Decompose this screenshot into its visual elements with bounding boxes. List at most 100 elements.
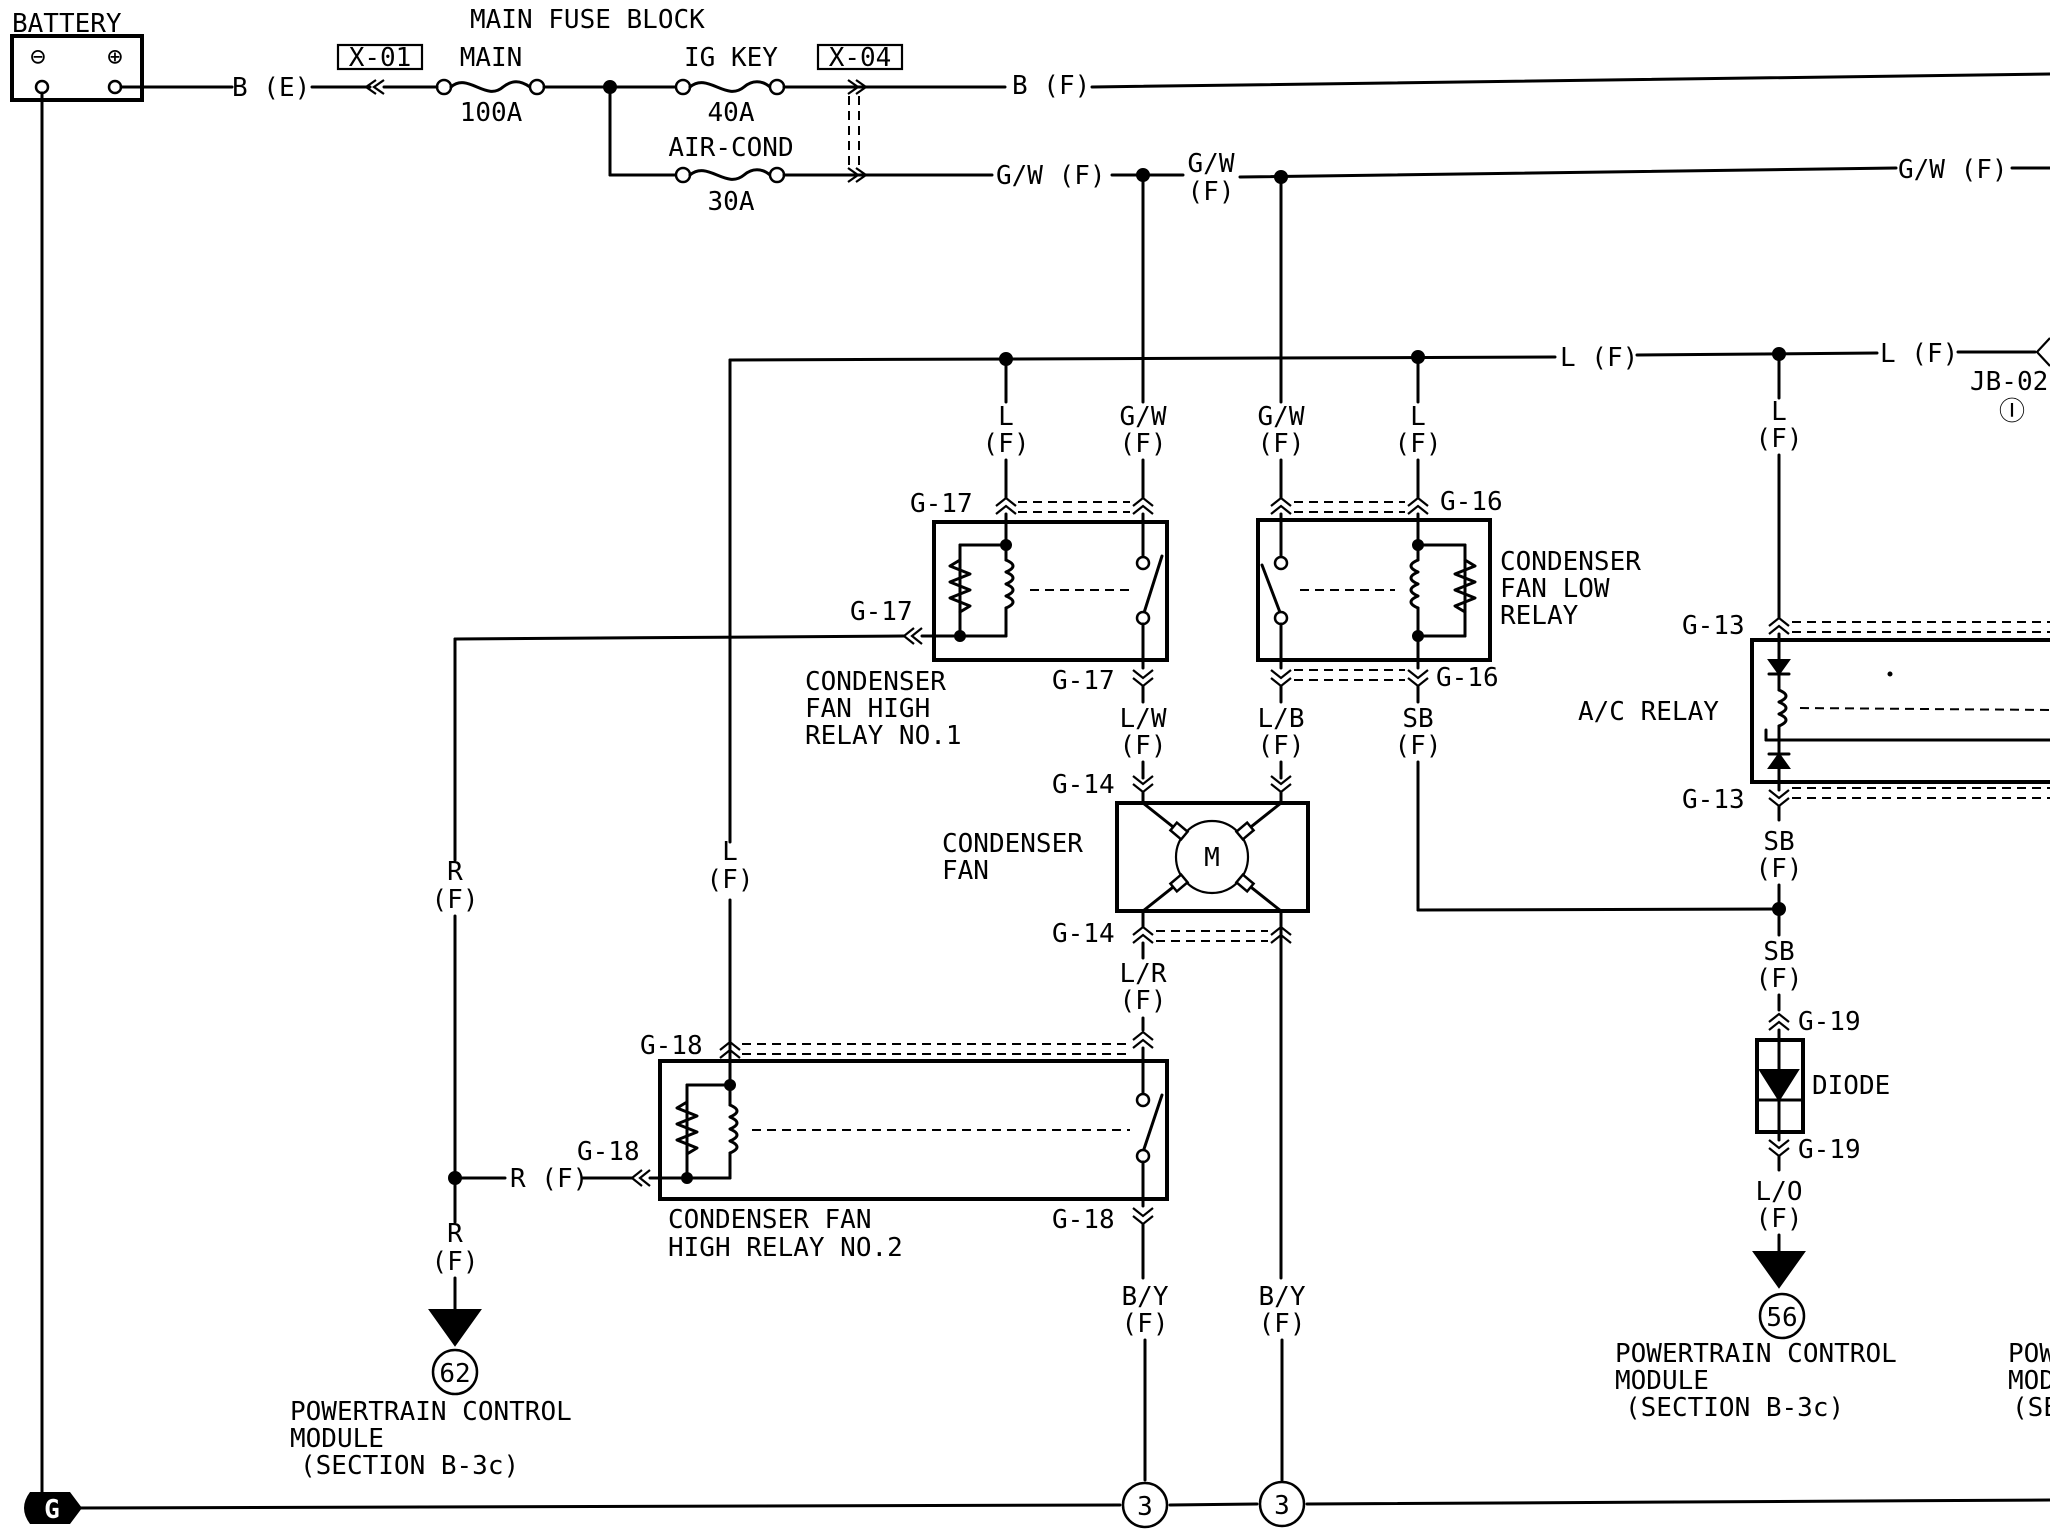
wire-label-bf: B (F) [1012,71,1090,101]
wire-lb: L/B [1258,704,1305,734]
g14-bottom: G-14 [1052,919,1115,949]
wire-by-1: B/Y [1122,1282,1169,1312]
connector-x01: X-01 [336,43,424,95]
wire-sb-1: SB [1402,704,1433,734]
svg-text:(F): (F) [1120,731,1167,761]
wire-gw-2: G/W [1258,402,1305,432]
ac-relay [1750,632,2050,792]
condenser-fan-high-relay-no2 [658,1046,1169,1208]
battery-plus: ⊕ [107,42,123,72]
pcm62-line3: (SECTION B-3c) [300,1451,519,1481]
svg-text:(F): (F) [1258,731,1305,761]
g18-bottom: G-18 [1052,1205,1115,1235]
wire-label-gw-f: G/W (F) [996,161,1106,191]
wire-l-3: L [1771,397,1787,427]
wire-lo: L/O [1756,1177,1803,1207]
pcm56-line3: (SECTION B-3c) [1625,1393,1844,1423]
cfh2-line2: HIGH RELAY NO.2 [668,1233,903,1263]
diode-label: DIODE [1812,1071,1890,1101]
g18-top: G-18 [640,1031,703,1061]
wire-label-gw-f-right: G/W (F) [1898,155,2008,185]
svg-text:(F): (F) [983,429,1030,459]
pcm62-ref: 62 [439,1359,470,1389]
svg-text:(F): (F) [432,1247,479,1277]
wire-label-gw-top-f: (F) [1188,177,1235,207]
pcm-partial-line3: (SE [2012,1393,2050,1423]
pcm62-line2: MODULE [290,1424,384,1454]
battery-minus: ⊖ [30,42,46,72]
ig-amp: 40A [708,98,755,128]
diode [1755,1028,1805,1142]
ground-label: G [44,1495,60,1525]
wire-sb-3: SB [1763,937,1794,967]
main-label: MAIN [460,43,523,73]
wire-label-l-f-right: L (F) [1880,339,1958,369]
g18-side: G-18 [577,1137,640,1167]
wire-label-gw-top: G/W [1188,149,1235,179]
svg-text:(F): (F) [1259,1309,1306,1339]
air-cond-label: AIR-COND [668,133,793,163]
svg-text:(F): (F) [1120,986,1167,1016]
wire-gw-1: G/W [1120,402,1167,432]
wire-l-1: L [998,402,1014,432]
svg-text:(F): (F) [1258,429,1305,459]
g13-bottom: G-13 [1682,785,1745,815]
motor-label: M [1204,843,1220,873]
wire-lw: L/W [1120,704,1167,734]
svg-text:(F): (F) [1120,429,1167,459]
cfh1-line2: FAN HIGH [805,694,930,724]
cfh1-line1: CONDENSER [805,667,946,697]
pcm-partial-line1: POW [2008,1339,2050,1369]
jb02-num: Ⓘ [1999,397,2025,427]
pcm56-line2: MODULE [1615,1366,1709,1396]
g17-side: G-17 [850,597,913,627]
cfl-line3: RELAY [1500,601,1579,631]
ground-symbol: G [24,1492,82,1525]
svg-text:(F): (F) [432,885,479,915]
svg-text:X-01: X-01 [349,43,412,73]
fan-line1: CONDENSER [942,829,1083,859]
cfh1-line3: RELAY NO.1 [805,721,962,751]
wire-r-2: R [447,1219,463,1249]
connector-x04: X-04 [816,43,904,183]
pcm62-line1: POWERTRAIN CONTROL [290,1397,572,1427]
main-amp: 100A [460,98,523,128]
g13-top: G-13 [1682,611,1745,641]
main-fuse-block-label: MAIN FUSE BLOCK [470,5,705,35]
wire-label-l-left-f: (F) [707,865,754,895]
condenser-fan: M [1115,790,1310,913]
wire-lr: L/R [1120,959,1167,989]
wire-label-be: B (E) [232,73,310,103]
wire-r-1: R [447,857,463,887]
cfh2-line1: CONDENSER FAN [668,1205,872,1235]
ac-relay-label: A/C RELAY [1578,697,1719,727]
svg-text:(F): (F) [1756,964,1803,994]
cfl-line1: CONDENSER [1500,547,1641,577]
svg-text:(F): (F) [1756,854,1803,884]
pcm56-ref: 56 [1766,1303,1797,1333]
battery: BATTERY ⊖ ⊕ [10,9,144,102]
ground-ref-1: 3 [1137,1492,1153,1522]
svg-text:X-04: X-04 [829,43,892,73]
svg-text:(F): (F) [1756,1204,1803,1234]
svg-text:(F): (F) [1756,424,1803,454]
ig-key-label: IG KEY [684,43,778,73]
g17-top: G-17 [910,489,973,519]
condenser-fan-low-relay [1256,512,1492,670]
cfl-line2: FAN LOW [1500,574,1610,604]
g19-top: G-19 [1798,1007,1861,1037]
condenser-fan-high-relay-no1 [932,512,1169,670]
wire-r-f: R (F) [510,1164,588,1194]
ground-ref-2: 3 [1274,1491,1290,1521]
svg-text:(F): (F) [1122,1309,1169,1339]
svg-text:(F): (F) [1395,731,1442,761]
svg-text:(F): (F) [1395,429,1442,459]
wire-label-l-left: L [722,837,738,867]
g16-top: G-16 [1440,487,1503,517]
g16-bottom: G-16 [1436,663,1499,693]
jb02-label: JB-02 [1970,367,2048,397]
air-amp: 30A [708,187,755,217]
pcm56-line1: POWERTRAIN CONTROL [1615,1339,1897,1369]
g17-bottom: G-17 [1052,666,1115,696]
